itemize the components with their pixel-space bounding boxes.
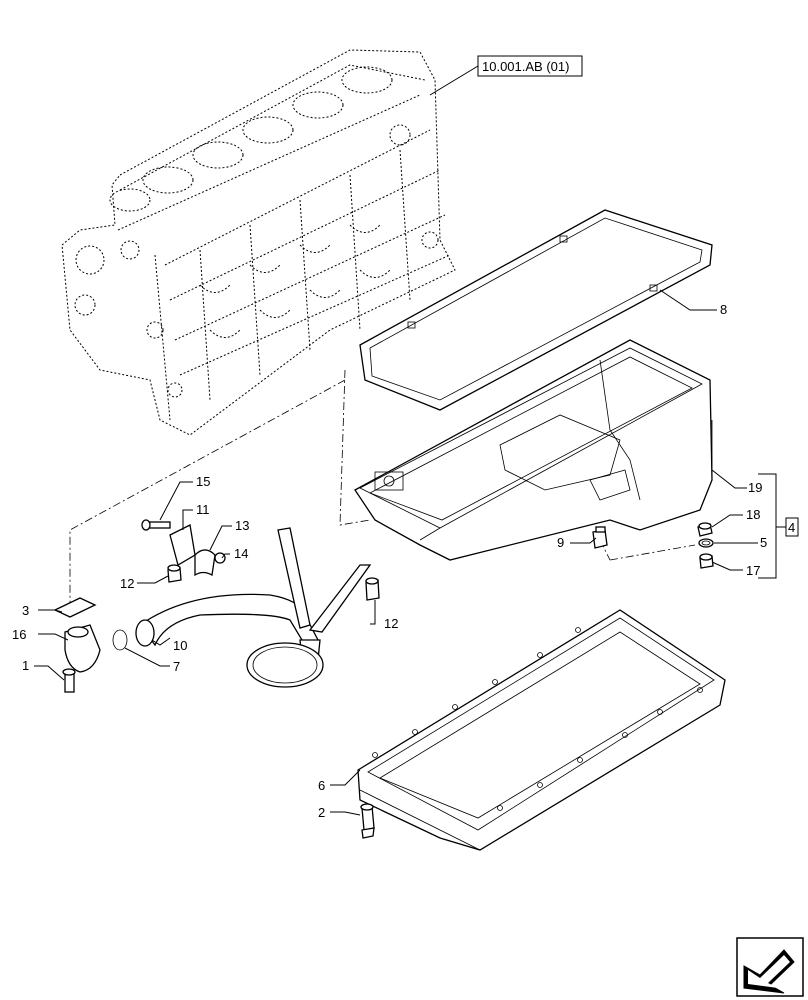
o-ring-7 [112,629,128,651]
reference-label-text: 10.001.AB (01) [482,59,569,74]
callout-19[interactable]: 19 [748,480,762,495]
bracket-assembly [141,519,380,601]
callout-12-left[interactable]: 12 [120,576,134,591]
callout-6[interactable]: 6 [318,778,325,793]
callouts: 8 19 18 5 17 9 15 11 13 14 12 12 3 16 1 … [12,302,767,820]
callout-18[interactable]: 18 [746,507,760,522]
clamp-assembly [53,597,101,693]
callout-3[interactable]: 3 [22,603,29,618]
drain-plug [592,526,608,549]
leader-lines [34,289,786,816]
callout-4: 4 [788,520,795,535]
callout-5[interactable]: 5 [760,535,767,550]
engine-block-outline [61,49,456,436]
callout-12-right[interactable]: 12 [384,616,398,631]
callout-9[interactable]: 9 [557,535,564,550]
alignment-line-pickup [69,379,346,610]
callout-16[interactable]: 16 [12,627,26,642]
callout-13[interactable]: 13 [235,518,249,533]
reference-label[interactable]: 10.001.AB (01) [477,55,583,77]
oil-pan [354,339,713,561]
callout-1[interactable]: 1 [22,658,29,673]
reference-leader-line [429,65,479,96]
oil-sump-frame [357,609,726,851]
callout-2[interactable]: 2 [318,805,325,820]
callout-11[interactable]: 11 [196,502,210,517]
callout-4-box[interactable]: 4 [785,517,799,537]
sump-bolt [360,803,375,839]
callout-15[interactable]: 15 [196,474,210,489]
callout-7[interactable]: 7 [173,659,180,674]
alignment-line-pan [339,369,371,526]
callout-17[interactable]: 17 [746,563,760,578]
alignment-line-plug [609,544,696,561]
callout-14[interactable]: 14 [234,546,248,561]
plug-assembly [697,522,714,569]
oil-pan-gasket [359,209,713,411]
oil-pickup-tube [112,527,372,688]
callout-10[interactable]: 10 [173,638,187,653]
callout-8[interactable]: 8 [720,302,727,317]
next-page-arrow-icon[interactable] [736,937,804,997]
